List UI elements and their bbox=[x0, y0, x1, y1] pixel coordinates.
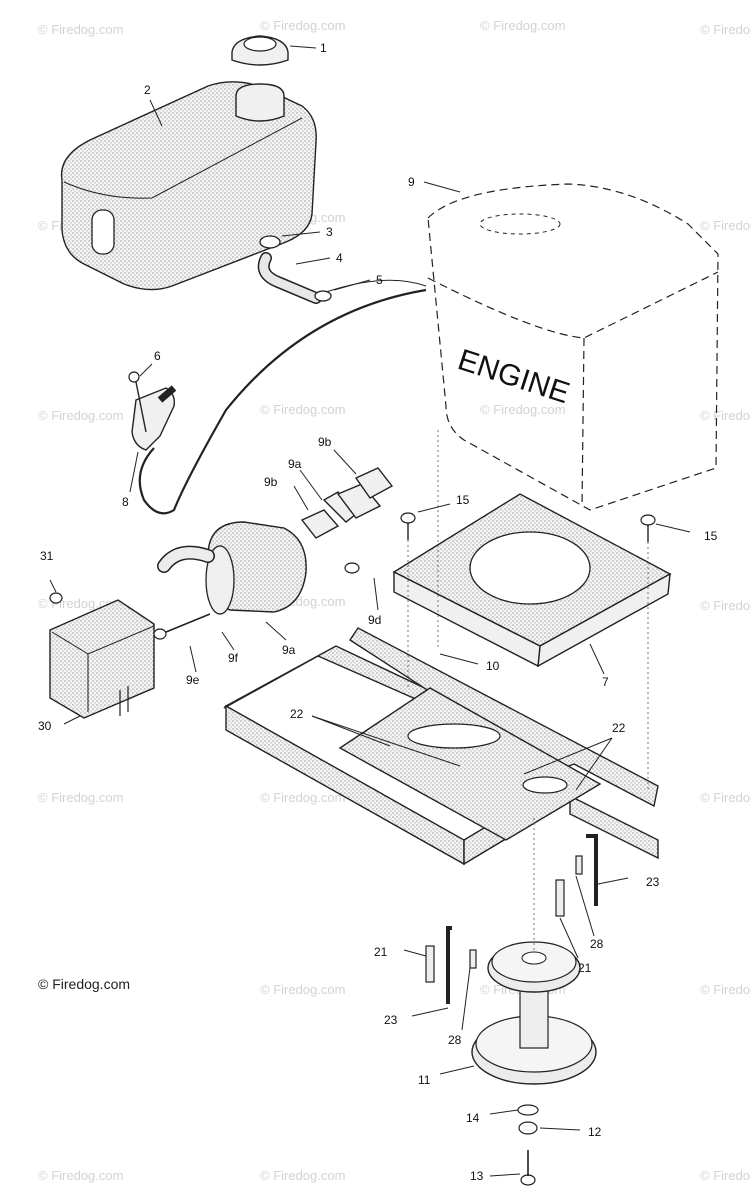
callout-label: 22 bbox=[612, 721, 626, 735]
pulley-assembly bbox=[471, 941, 597, 1085]
rod bbox=[586, 834, 598, 906]
watermark: © Firedog.com bbox=[38, 1168, 124, 1183]
callout-label: 28 bbox=[448, 1033, 462, 1047]
nut bbox=[518, 1121, 538, 1135]
heat-shield bbox=[49, 599, 155, 719]
callout-label: 12 bbox=[588, 1125, 602, 1139]
fuel-cap bbox=[231, 35, 289, 66]
callout-label: 14 bbox=[466, 1111, 480, 1125]
bolt bbox=[640, 514, 656, 542]
callout-label: 2 bbox=[144, 83, 151, 97]
callout-label: 9f bbox=[228, 651, 239, 665]
copyright-notice: © Firedog.com bbox=[38, 976, 131, 992]
watermark: © Firedog.com bbox=[38, 408, 124, 423]
watermark: © Firedog.com bbox=[260, 982, 346, 997]
watermark: © Firedog.com bbox=[700, 22, 751, 37]
watermark: © Firedog.com bbox=[260, 1168, 346, 1183]
muffler bbox=[157, 521, 307, 615]
watermark: © Firedog.com bbox=[260, 18, 346, 33]
callout-label: 4 bbox=[336, 251, 343, 265]
callout-label: 15 bbox=[704, 529, 718, 543]
bolt bbox=[49, 592, 63, 604]
watermark: © Firedog.com bbox=[38, 790, 124, 805]
watermark: © Firedog.com bbox=[480, 402, 566, 417]
watermark: © Firedog.com bbox=[480, 18, 566, 33]
fuel-line-assembly bbox=[257, 235, 427, 304]
watermark: © Firedog.com bbox=[260, 790, 346, 805]
watermark: © Firedog.com bbox=[700, 1168, 751, 1183]
watermark: © Firedog.com bbox=[700, 218, 751, 233]
rod bbox=[446, 926, 452, 1004]
callout-label: 9 bbox=[408, 175, 415, 189]
exhaust-gasket bbox=[300, 467, 394, 539]
callout-label: 23 bbox=[384, 1013, 398, 1027]
bolt bbox=[520, 1150, 536, 1186]
watermark: © Firedog.com bbox=[700, 408, 751, 423]
fuel-tank bbox=[60, 81, 317, 291]
callout-label: 9d bbox=[368, 613, 381, 627]
bolt bbox=[575, 855, 583, 875]
callout-label: 9a bbox=[288, 457, 302, 471]
muffler-bolt bbox=[153, 613, 211, 640]
bolt bbox=[400, 512, 416, 540]
callout-label: 3 bbox=[326, 225, 333, 239]
callout-label: 11 bbox=[418, 1073, 431, 1087]
callout-label: 13 bbox=[470, 1169, 484, 1183]
watermark: © Firedog.com bbox=[700, 790, 751, 805]
watermark: © Firedog.com bbox=[700, 982, 751, 997]
callout-label: 21 bbox=[374, 945, 388, 959]
callout-label: 23 bbox=[646, 875, 660, 889]
engine: ENGINE bbox=[427, 183, 719, 511]
engine-label: ENGINE bbox=[454, 343, 574, 410]
callout-label: 9b bbox=[264, 475, 278, 489]
watermark: © Firedog.com bbox=[700, 598, 751, 613]
washer bbox=[517, 1104, 539, 1116]
nut bbox=[344, 562, 360, 574]
callout-label: 28 bbox=[590, 937, 604, 951]
watermark: © Firedog.com bbox=[260, 402, 346, 417]
callout-label: 22 bbox=[290, 707, 304, 721]
callout-label: 9b bbox=[318, 435, 332, 449]
engine-mounting-plate bbox=[392, 493, 672, 668]
callout-label: 10 bbox=[486, 659, 500, 673]
callout-label: 30 bbox=[38, 719, 52, 733]
throttle-cable bbox=[138, 288, 427, 515]
callout-label: 9e bbox=[186, 673, 200, 687]
callout-label: 9a bbox=[282, 643, 296, 657]
callout-label: 7 bbox=[602, 675, 609, 689]
bolt bbox=[469, 949, 477, 969]
callout-label: 1 bbox=[320, 41, 327, 55]
callout-label: 6 bbox=[154, 349, 161, 363]
callout-label: 31 bbox=[40, 549, 54, 563]
callout-label: 5 bbox=[376, 273, 383, 287]
watermark: © Firedog.com bbox=[38, 22, 124, 37]
leader-lines bbox=[49, 45, 691, 1177]
bolt bbox=[425, 945, 435, 983]
callout-label: 15 bbox=[456, 493, 470, 507]
callout-label: 8 bbox=[122, 495, 129, 509]
callout-label: 21 bbox=[578, 961, 592, 975]
throttle-control bbox=[128, 371, 177, 451]
frame bbox=[223, 627, 659, 866]
bolt bbox=[555, 879, 565, 917]
